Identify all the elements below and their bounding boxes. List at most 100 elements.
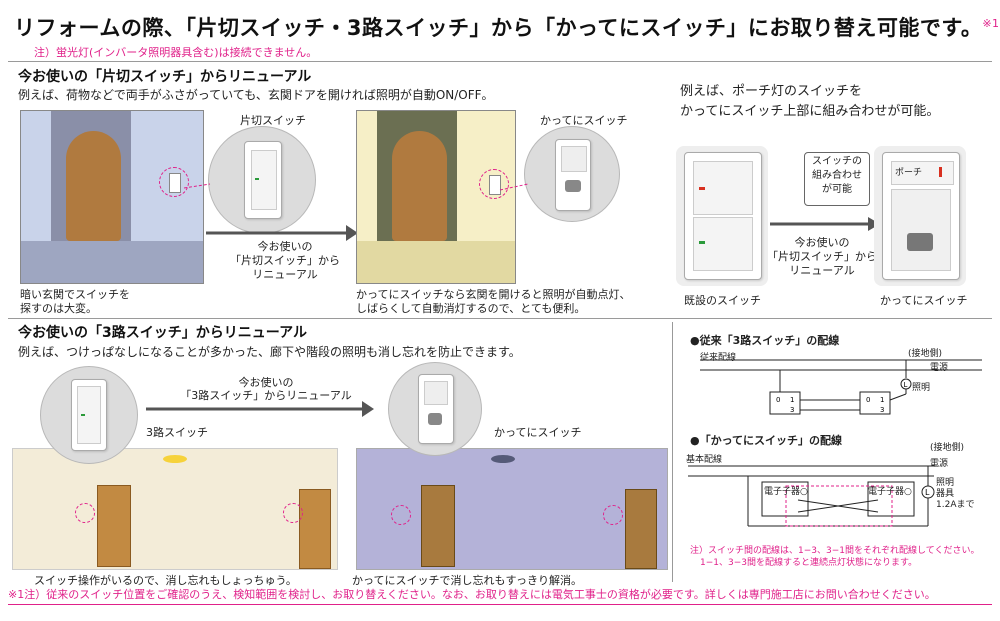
- lamp-symbol: L: [925, 488, 930, 497]
- power-label: 電源: [930, 363, 949, 373]
- lamp-symbol: L: [904, 381, 908, 389]
- section2-desc: 例えば、つけっぱなしになることが多かった、廊下や階段の照明も消し忘れを防止できま…: [18, 345, 521, 359]
- katteni-porch-plate: ポーチ: [882, 152, 960, 280]
- switch-highlight: [603, 505, 623, 525]
- caption-before-2: スイッチ操作がいるので、消し忘れもしょっちゅう。: [34, 574, 297, 587]
- caption-after-2: かってにスイッチで消し忘れもすっきり解消。: [352, 574, 583, 587]
- terminal-label: 0: [776, 396, 780, 404]
- wiring-note: 注）スイッチ間の配線は、1−3、3−1間をそれぞれ配線してください。1−1、3−…: [690, 546, 980, 568]
- katteni-wiring-diagram: L: [688, 465, 935, 527]
- katteni-label: かってにスイッチ: [540, 114, 628, 127]
- divider: [8, 61, 992, 62]
- switch-highlight: [159, 167, 189, 197]
- terminal-label: 0: [866, 396, 870, 404]
- switch-plate: [71, 379, 107, 451]
- three-way-switch-box: [859, 391, 891, 415]
- person-figure: [66, 131, 121, 241]
- arrow-2-caption: 今お使いの「3路スイッチ」からリニューアル: [180, 376, 352, 402]
- section1-title: 今お使いの「片切スイッチ」からリニューアル: [18, 69, 312, 85]
- ground-label-2: (接地側): [930, 443, 965, 453]
- sensor-lens: [565, 180, 581, 192]
- hallway-before-scene: [12, 448, 338, 570]
- sensor-lens: [428, 413, 442, 425]
- indicator-red: [939, 167, 942, 177]
- switch-highlight: [479, 169, 509, 199]
- lit-entrance-scene: [356, 110, 516, 284]
- section2-title: 今お使いの「3路スイッチ」からリニューアル: [18, 325, 308, 341]
- light-label: 照明: [912, 383, 931, 393]
- hallway-after-scene: [356, 448, 668, 570]
- power-label-2: 電源: [930, 459, 949, 469]
- katteni-label-2: かってにスイッチ: [494, 426, 582, 439]
- page-title: リフォームの際、「片切スイッチ・3路スイッチ」から「かってにスイッチ」にお取り替…: [14, 16, 1000, 40]
- vertical-divider: [672, 322, 673, 582]
- 3way-switch-label: 3路スイッチ: [146, 426, 208, 439]
- header-note: 注）蛍光灯(インバータ照明器具含む)は接続できません。: [34, 46, 318, 59]
- basic-wiring-label: 基本配線: [686, 455, 723, 465]
- child-label-2: 電子子器○: [868, 487, 912, 497]
- door: [625, 489, 657, 569]
- 3way-switch-closeup: [40, 366, 138, 464]
- katteni-wiring-title: ●「かってにスイッチ」の配線: [690, 434, 843, 447]
- sensor-window: [424, 381, 448, 405]
- arrow-porch: [770, 217, 880, 231]
- arrow-1: [206, 225, 358, 241]
- caption-after-1: かってにスイッチなら玄関を開けると照明が自動点灯、しばらくして自動消灯するので、…: [356, 288, 631, 315]
- existing-double-switch: [684, 152, 762, 280]
- child-switch-box: [761, 481, 809, 517]
- sensor-body: [891, 189, 951, 271]
- switch-plate: [244, 141, 282, 219]
- footer-rule: [8, 604, 992, 605]
- sensor-window: [561, 146, 587, 172]
- lower-rocker: [693, 217, 753, 271]
- katteni-porch-label: かってにスイッチ: [880, 294, 968, 307]
- conventional-wiring-title: ●従来「3路スイッチ」の配線: [690, 334, 840, 347]
- katteni-plate: [418, 374, 454, 444]
- arrow-1-caption: 今お使いの「片切スイッチ」からリニューアル: [230, 240, 340, 281]
- switch-closeup: [208, 126, 316, 234]
- terminal-label: 1: [880, 396, 884, 404]
- three-way-switch-box: [769, 391, 801, 415]
- arrow-2: [146, 401, 374, 417]
- switch-label: 片切スイッチ: [240, 114, 306, 127]
- terminal-label: 3: [880, 406, 884, 414]
- ceiling-light-on: [163, 455, 187, 463]
- switch-highlight: [391, 505, 411, 525]
- katteni-porch-bg: ポーチ: [874, 146, 966, 286]
- conventional-wiring-label: 従来配線: [700, 353, 737, 363]
- combination-bubble: スイッチの組み合わせが可能: [804, 152, 870, 206]
- katteni-plate: [555, 139, 591, 211]
- conventional-wiring-diagram: L 0 1 3 0 1 3: [700, 359, 982, 415]
- terminal-label: 1: [790, 396, 794, 404]
- cross-wiring-box: [785, 485, 893, 527]
- switch-rocker: [251, 150, 277, 210]
- ground-label: (接地側): [908, 349, 943, 359]
- connector-lines-1: [183, 183, 529, 191]
- ceiling-light-off: [491, 455, 515, 463]
- door: [97, 485, 131, 567]
- existing-switch-bg: [676, 146, 768, 286]
- divider: [8, 318, 992, 319]
- porch-tag: ポーチ: [891, 161, 954, 185]
- footnote: ※1注）従来のスイッチ位置をご確認のうえ、検知範囲を検討し、お取り替えください。…: [8, 588, 936, 601]
- door: [299, 489, 331, 569]
- switch-highlight: [283, 503, 303, 523]
- katteni-closeup: [524, 126, 620, 222]
- existing-switch-label: 既設のスイッチ: [684, 294, 761, 307]
- switch-highlight: [75, 503, 95, 523]
- terminal-label: 3: [790, 406, 794, 414]
- caption-before-1: 暗い玄関でスイッチを探すのは大変。: [20, 288, 130, 315]
- katteni-closeup-2: [388, 362, 482, 456]
- child-label-1: 電子子器○: [764, 487, 808, 497]
- child-switch-box: [867, 481, 915, 517]
- indicator-red: [699, 187, 705, 190]
- door: [421, 485, 455, 567]
- indicator-green: [81, 414, 85, 416]
- section1-desc: 例えば、荷物などで両手がふさがっていても、玄関ドアを開ければ照明が自動ON/OF…: [18, 88, 494, 102]
- dark-entrance-scene: [20, 110, 204, 284]
- porch-desc: 例えば、ポーチ灯のスイッチをかってにスイッチ上部に組み合わせが可能。: [680, 84, 940, 119]
- floor: [357, 241, 515, 283]
- arrow-porch-caption: 今お使いの「片切スイッチ」からリニューアル: [767, 236, 877, 277]
- person-figure: [392, 131, 447, 241]
